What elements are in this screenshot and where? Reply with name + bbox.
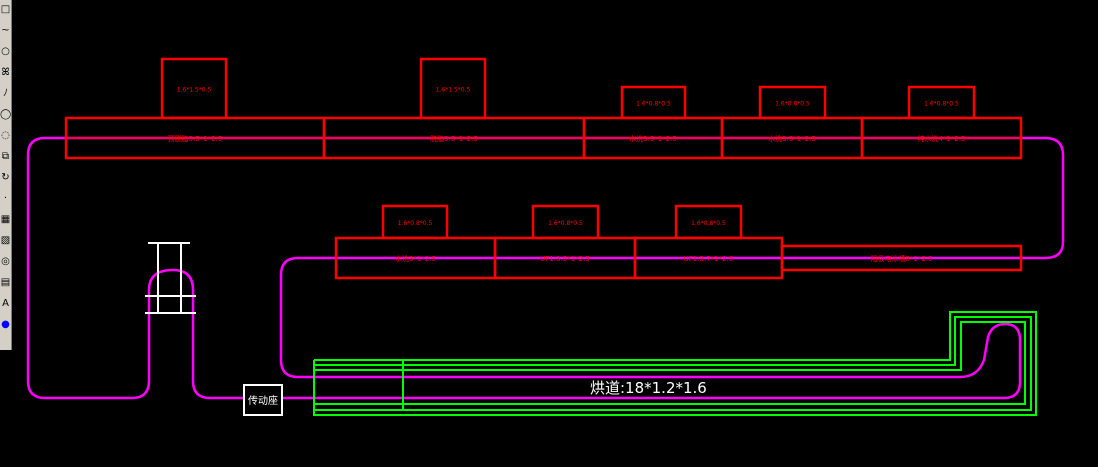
bottom-tank-label-2: UF1:3.7*1*2.5: [684, 255, 734, 263]
bottom-tank-label-0: 水洗3*1*2.5: [395, 254, 436, 263]
top-heater-label-4: 1.6*0.8*0.5: [924, 101, 959, 108]
top-heater-1: [419, 57, 487, 120]
hoist-frame: [145, 242, 196, 314]
spline-tool-icon[interactable]: ~: [1, 25, 10, 36]
multiline-text-tool-icon[interactable]: A: [2, 298, 9, 309]
hatch-tool-icon[interactable]: ▦: [0, 214, 11, 225]
top-heater-4: [907, 85, 976, 120]
bottom-heater-0: [381, 204, 449, 240]
add-selected-tool-icon[interactable]: ●: [1, 319, 10, 330]
top-heater-0: [160, 57, 228, 120]
top-heater-label-1: 1.6*1.5*0.5: [436, 87, 471, 94]
arc-tool-icon[interactable]: ﾉ: [3, 88, 8, 99]
rectangle-tool-icon[interactable]: □: [0, 4, 11, 15]
bottom-heater-1: [531, 204, 600, 240]
top-heater-2: [620, 85, 687, 120]
drive-seat-label: 传动座: [248, 394, 278, 407]
bottom-tank-label-3: 阳极电泳槽8*1*2.5: [870, 254, 932, 263]
gradient-tool-icon[interactable]: ▧: [0, 235, 11, 246]
conveyor-path: [26, 136, 1065, 400]
circle-tool-icon[interactable]: ○: [1, 46, 10, 57]
point-tool-icon[interactable]: ·: [3, 193, 8, 204]
oven: [313, 311, 1037, 416]
drive-seat-box: [243, 384, 283, 416]
region-tool-icon[interactable]: ◎: [1, 256, 10, 267]
bottom-heater-2: [674, 204, 743, 240]
top-heater-label-3: 1.6*0.8*0.5: [775, 101, 810, 108]
bottom-tank-label-1: UF1:3.5*1*2.5: [540, 255, 590, 263]
ellipse-arc-tool-icon[interactable]: ◌: [1, 130, 10, 141]
make-block-tool-icon[interactable]: ↻: [1, 172, 10, 183]
revision-cloud-tool-icon[interactable]: ꕤ: [1, 67, 10, 78]
bottom-heater-label-0: 1.6*0.8*0.5: [398, 220, 433, 227]
bottom-tank-3: [780, 244, 1023, 272]
top-heater-label-0: 1.6*1.5*0.5: [177, 87, 212, 94]
ellipse-tool-icon[interactable]: ◯: [0, 109, 11, 120]
table-tool-icon[interactable]: ▤: [0, 277, 11, 288]
bottom-heater-label-1: 1.6*0.8*0.5: [548, 220, 583, 227]
oven-label: 烘道:18*1.2*1.6: [590, 379, 707, 397]
insert-block-tool-icon[interactable]: ⧉: [1, 151, 10, 162]
top-heater-label-2: 1.6*0.8*0.5: [636, 101, 671, 108]
bottom-heater-label-2: 1.6*0.8*0.5: [691, 220, 726, 227]
top-heater-3: [758, 85, 827, 120]
